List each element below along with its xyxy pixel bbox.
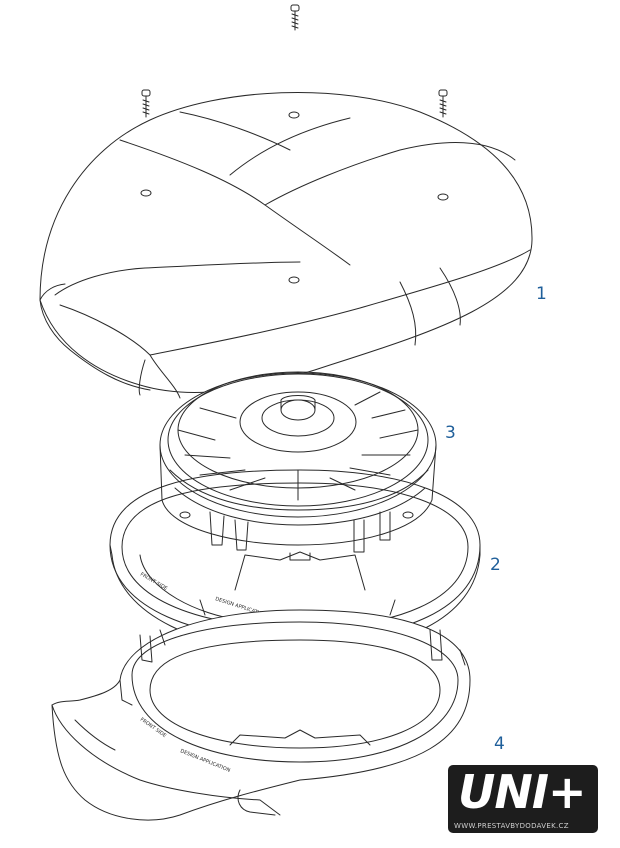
logo-url: WWW.PRESTAVBYDODAVEK.CZ (454, 822, 569, 830)
logo-text: UNI+ (458, 765, 587, 819)
part-number-1: 1 (536, 284, 547, 304)
screw-top (290, 4, 300, 31)
part-number-3: 3 (445, 423, 456, 443)
part-number-2: 2 (490, 555, 501, 575)
screw-right (438, 89, 448, 118)
uni-plus-logo: UNI+ WWW.PRESTAVBYDODAVEK.CZ (448, 765, 598, 833)
part-1-cover (39, 92, 533, 399)
part-number-4: 4 (494, 734, 505, 754)
screw-left (141, 89, 151, 118)
part-4-base (51, 609, 471, 821)
part-3-fan (159, 371, 437, 553)
